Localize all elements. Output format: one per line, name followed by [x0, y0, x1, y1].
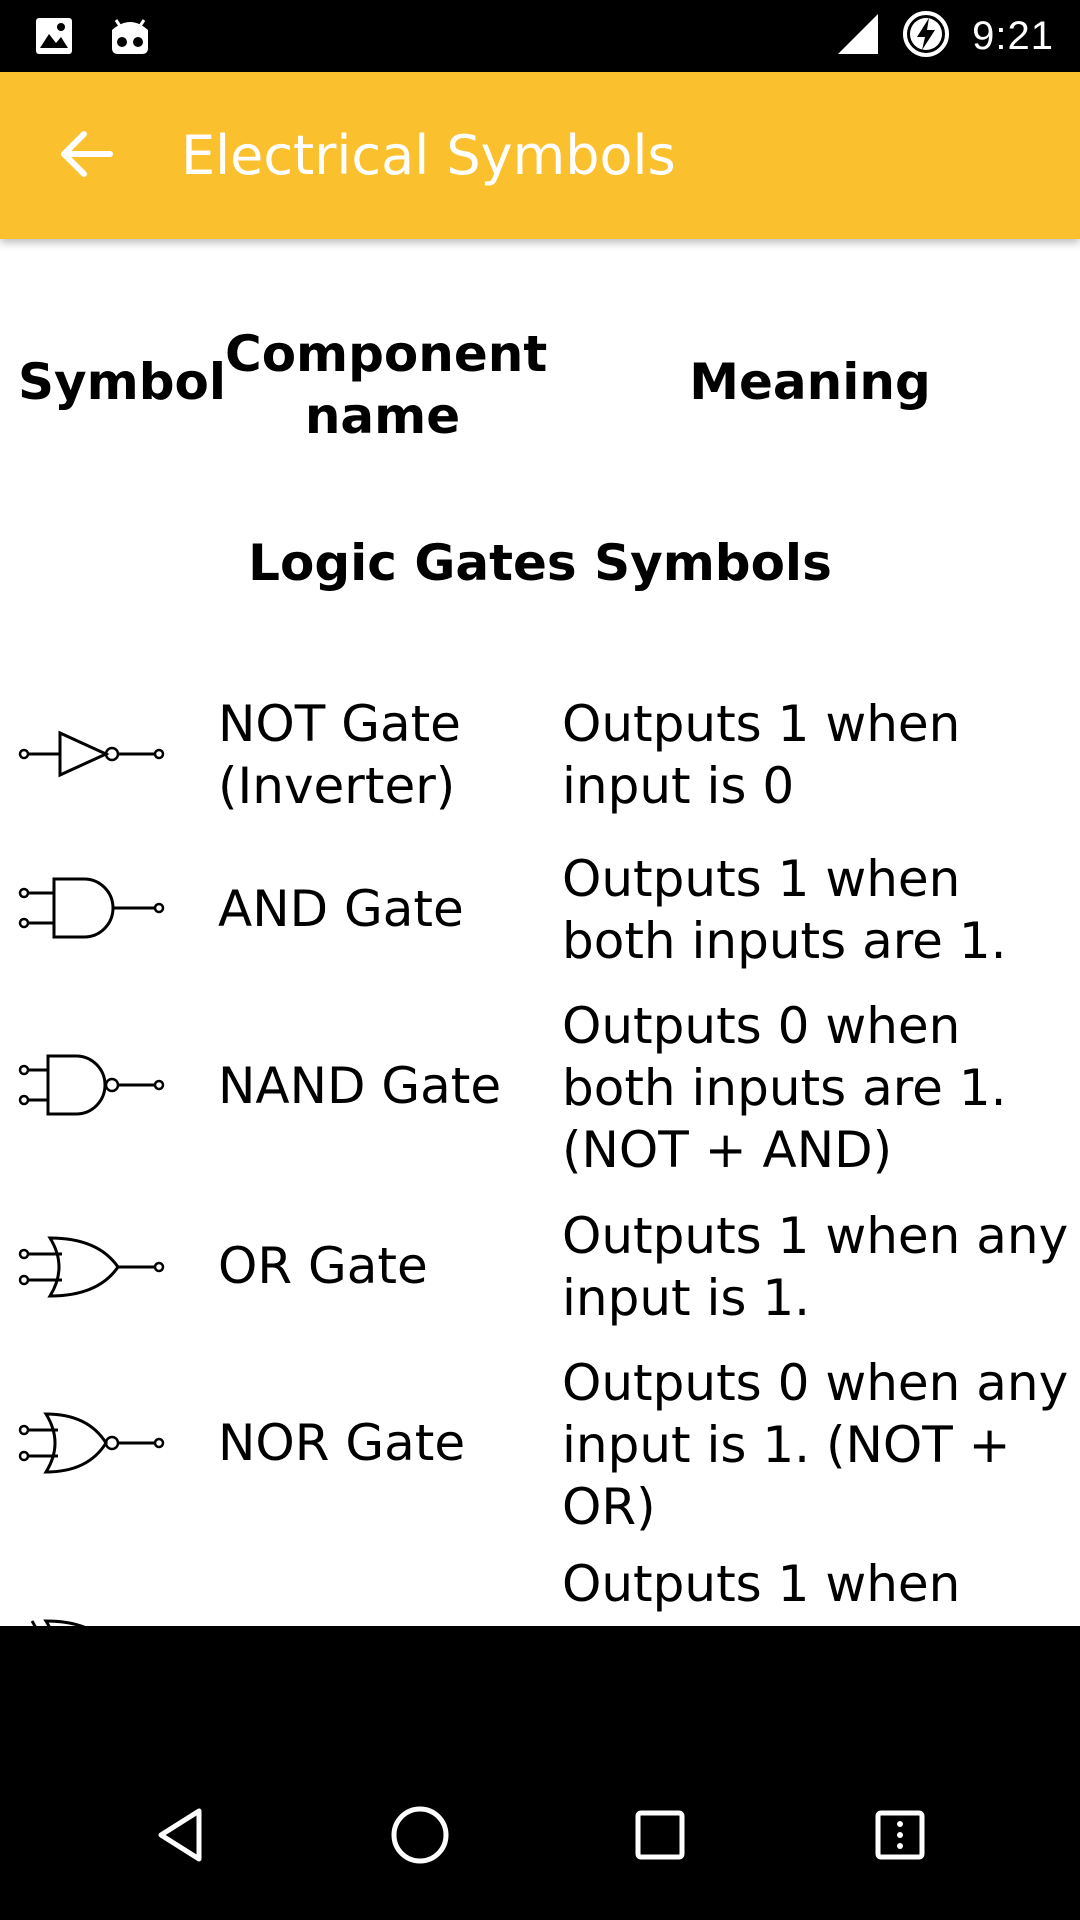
component-meaning: Outputs 1 when both inputs are 1. — [562, 850, 1007, 970]
or-gate-icon — [18, 1232, 168, 1306]
header-symbol: Symbol — [18, 353, 226, 411]
menu-icon — [875, 1810, 925, 1860]
app-bar: Electrical Symbols — [0, 72, 1080, 239]
back-button[interactable] — [56, 124, 116, 184]
xor-gate-icon — [18, 1615, 168, 1626]
and-gate-icon — [18, 873, 168, 947]
nav-recents-button[interactable] — [625, 1800, 695, 1870]
nor-gate-icon — [18, 1408, 168, 1482]
table-row: NAND Gate Outputs 0 when both inputs are… — [0, 995, 1080, 1185]
nav-menu-button[interactable] — [865, 1800, 935, 1870]
component-meaning: Outputs 0 when any input is 1. (NOT + OR… — [562, 1354, 1069, 1536]
signal-icon — [836, 12, 880, 60]
content-scroll-area[interactable]: Symbol Component name Meaning Logic Gate… — [0, 239, 1080, 1626]
home-circle-icon — [391, 1806, 449, 1864]
status-time: 9:21 — [972, 13, 1054, 58]
navigation-bar — [0, 1626, 1080, 1920]
table-row: AND Gate Outputs 1 when both inputs are … — [0, 848, 1080, 978]
image-notification-icon — [34, 16, 74, 60]
component-name: OR Gate — [218, 1237, 428, 1295]
back-triangle-icon — [158, 1808, 202, 1862]
recents-square-icon — [635, 1810, 685, 1860]
not-gate-icon — [18, 719, 168, 793]
component-meaning: Outputs 1 when input is 0 — [562, 695, 961, 815]
component-meaning: Outputs 1 when — [562, 1555, 961, 1613]
nav-home-button[interactable] — [385, 1800, 455, 1870]
arrow-left-icon — [61, 131, 113, 177]
header-meaning: Meaning — [689, 353, 931, 411]
component-name: AND Gate — [218, 880, 464, 938]
component-name: NOT Gate (Inverter) — [218, 695, 461, 815]
nand-gate-icon — [18, 1050, 168, 1124]
table-row: OR Gate Outputs 1 when any input is 1. — [0, 1205, 1080, 1335]
status-bar: 9:21 — [0, 0, 1080, 72]
table-row: NOT Gate (Inverter) Outputs 1 when input… — [0, 693, 1080, 828]
android-debug-icon — [106, 16, 154, 60]
table-row: NOR Gate Outputs 0 when any input is 1. … — [0, 1352, 1080, 1542]
component-name: NAND Gate — [218, 1057, 502, 1115]
battery-charging-icon — [902, 10, 950, 62]
component-meaning: Outputs 1 when any input is 1. — [562, 1207, 1069, 1327]
nav-back-button[interactable] — [146, 1800, 216, 1870]
page-title: Electrical Symbols — [181, 124, 676, 187]
table-row: Outputs 1 when — [0, 1553, 1080, 1626]
header-component-name: Component name — [225, 325, 548, 445]
component-meaning: Outputs 0 when both inputs are 1. (NOT +… — [562, 997, 1007, 1179]
section-title: Logic Gates Symbols — [248, 534, 832, 592]
component-name: NOR Gate — [218, 1414, 466, 1472]
